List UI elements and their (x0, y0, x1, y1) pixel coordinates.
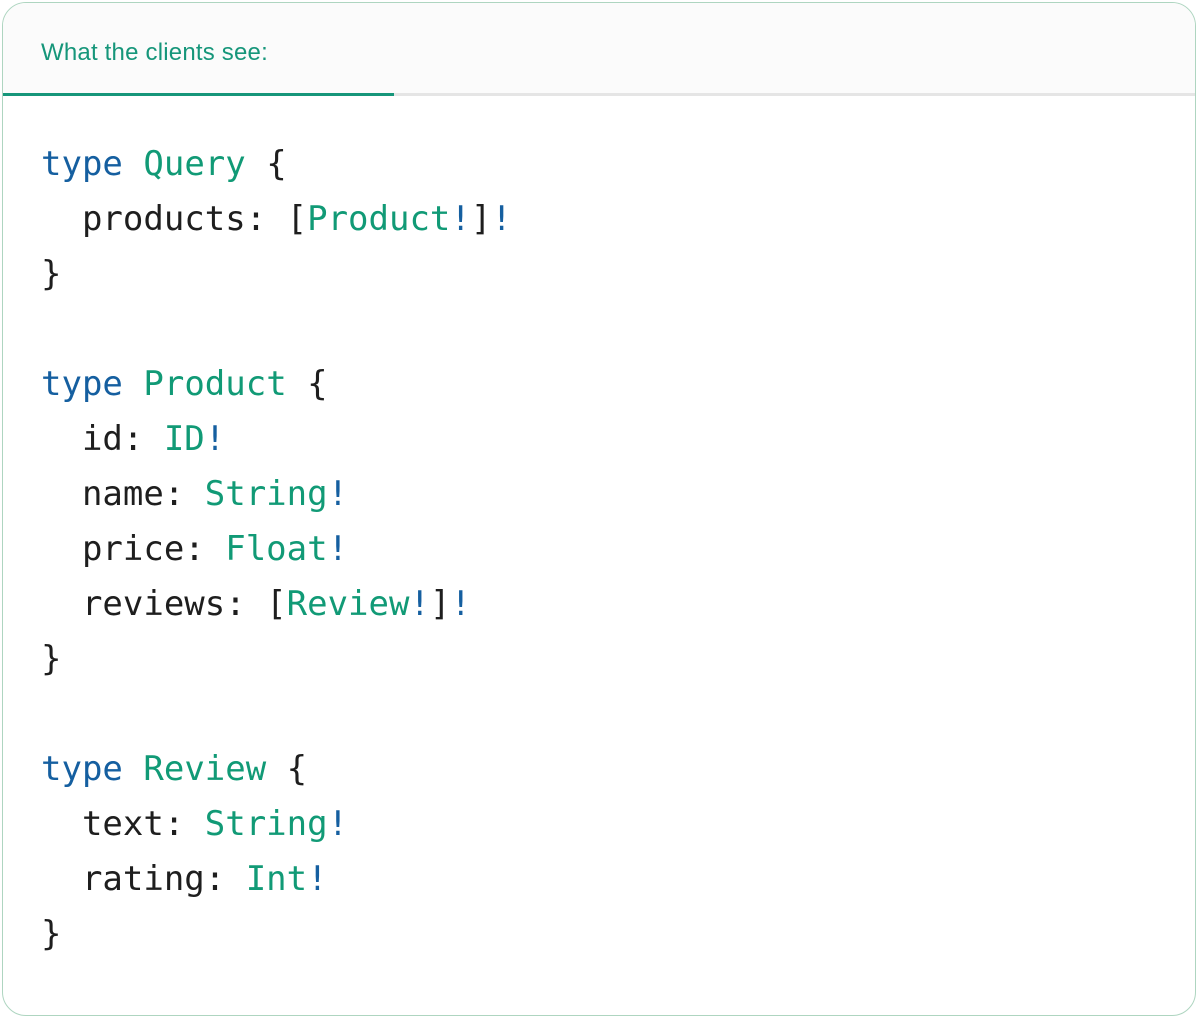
code-token: price: (41, 529, 226, 569)
code-token: products: [ (41, 199, 308, 239)
tab-what-clients-see[interactable]: What the clients see: (41, 39, 268, 66)
code-token: type (41, 144, 123, 184)
code-line: type Product { (41, 357, 1157, 412)
code-line: type Review { (41, 742, 1157, 797)
code-token: ] (429, 584, 451, 624)
code-token: reviews: [ (41, 584, 287, 624)
code-line: price: Float! (41, 522, 1157, 577)
code-token: Int (245, 859, 308, 899)
code-line: products: [Product!]! (41, 192, 1157, 247)
code-token: Review (143, 749, 267, 789)
code-token: } (41, 914, 62, 954)
code-line: text: String! (41, 797, 1157, 852)
code-token: Product (307, 199, 451, 239)
code-token: ! (327, 474, 349, 514)
code-token: ! (307, 859, 328, 899)
code-token: ! (204, 419, 226, 459)
code-line: } (41, 907, 1157, 962)
code-token: } (41, 639, 62, 679)
code-token: name: (41, 474, 205, 514)
code-line: rating: Int! (41, 852, 1157, 907)
code-token: { (245, 144, 287, 184)
code-token (123, 749, 143, 789)
code-token: id: (41, 419, 164, 459)
code-token: ! (327, 804, 349, 844)
code-token: { (266, 749, 308, 789)
code-line: reviews: [Review!]! (41, 577, 1157, 632)
code-line: type Query { (41, 137, 1157, 192)
code-token: text: (41, 804, 205, 844)
code-line: } (41, 632, 1157, 687)
code-token: ] (470, 199, 492, 239)
code-line: } (41, 247, 1157, 302)
tab-bar: What the clients see: (3, 3, 1195, 96)
code-token: ! (327, 529, 349, 569)
code-token (123, 364, 143, 404)
code-token (123, 144, 143, 184)
code-token: Review (286, 584, 410, 624)
code-token: rating: (41, 859, 246, 899)
code-line (41, 687, 1157, 742)
code-token: String (204, 804, 328, 844)
active-tab-underline (3, 93, 394, 96)
code-token: String (204, 474, 328, 514)
code-token: Product (143, 364, 287, 404)
code-area: type Query { products: [Product!]!} type… (3, 96, 1195, 962)
code-token: { (286, 364, 328, 404)
code-token: ! (491, 199, 512, 239)
code-token: ! (409, 584, 430, 624)
code-token: Query (143, 144, 246, 184)
code-line: name: String! (41, 467, 1157, 522)
code-line: id: ID! (41, 412, 1157, 467)
code-token: type (41, 749, 123, 789)
code-token: ! (450, 584, 471, 624)
code-block: type Query { products: [Product!]!} type… (41, 137, 1157, 962)
code-token: Float (225, 529, 328, 569)
code-token: ID (163, 419, 205, 459)
code-token: } (41, 254, 62, 294)
code-token: type (41, 364, 123, 404)
code-line (41, 302, 1157, 357)
code-token: ! (450, 199, 471, 239)
